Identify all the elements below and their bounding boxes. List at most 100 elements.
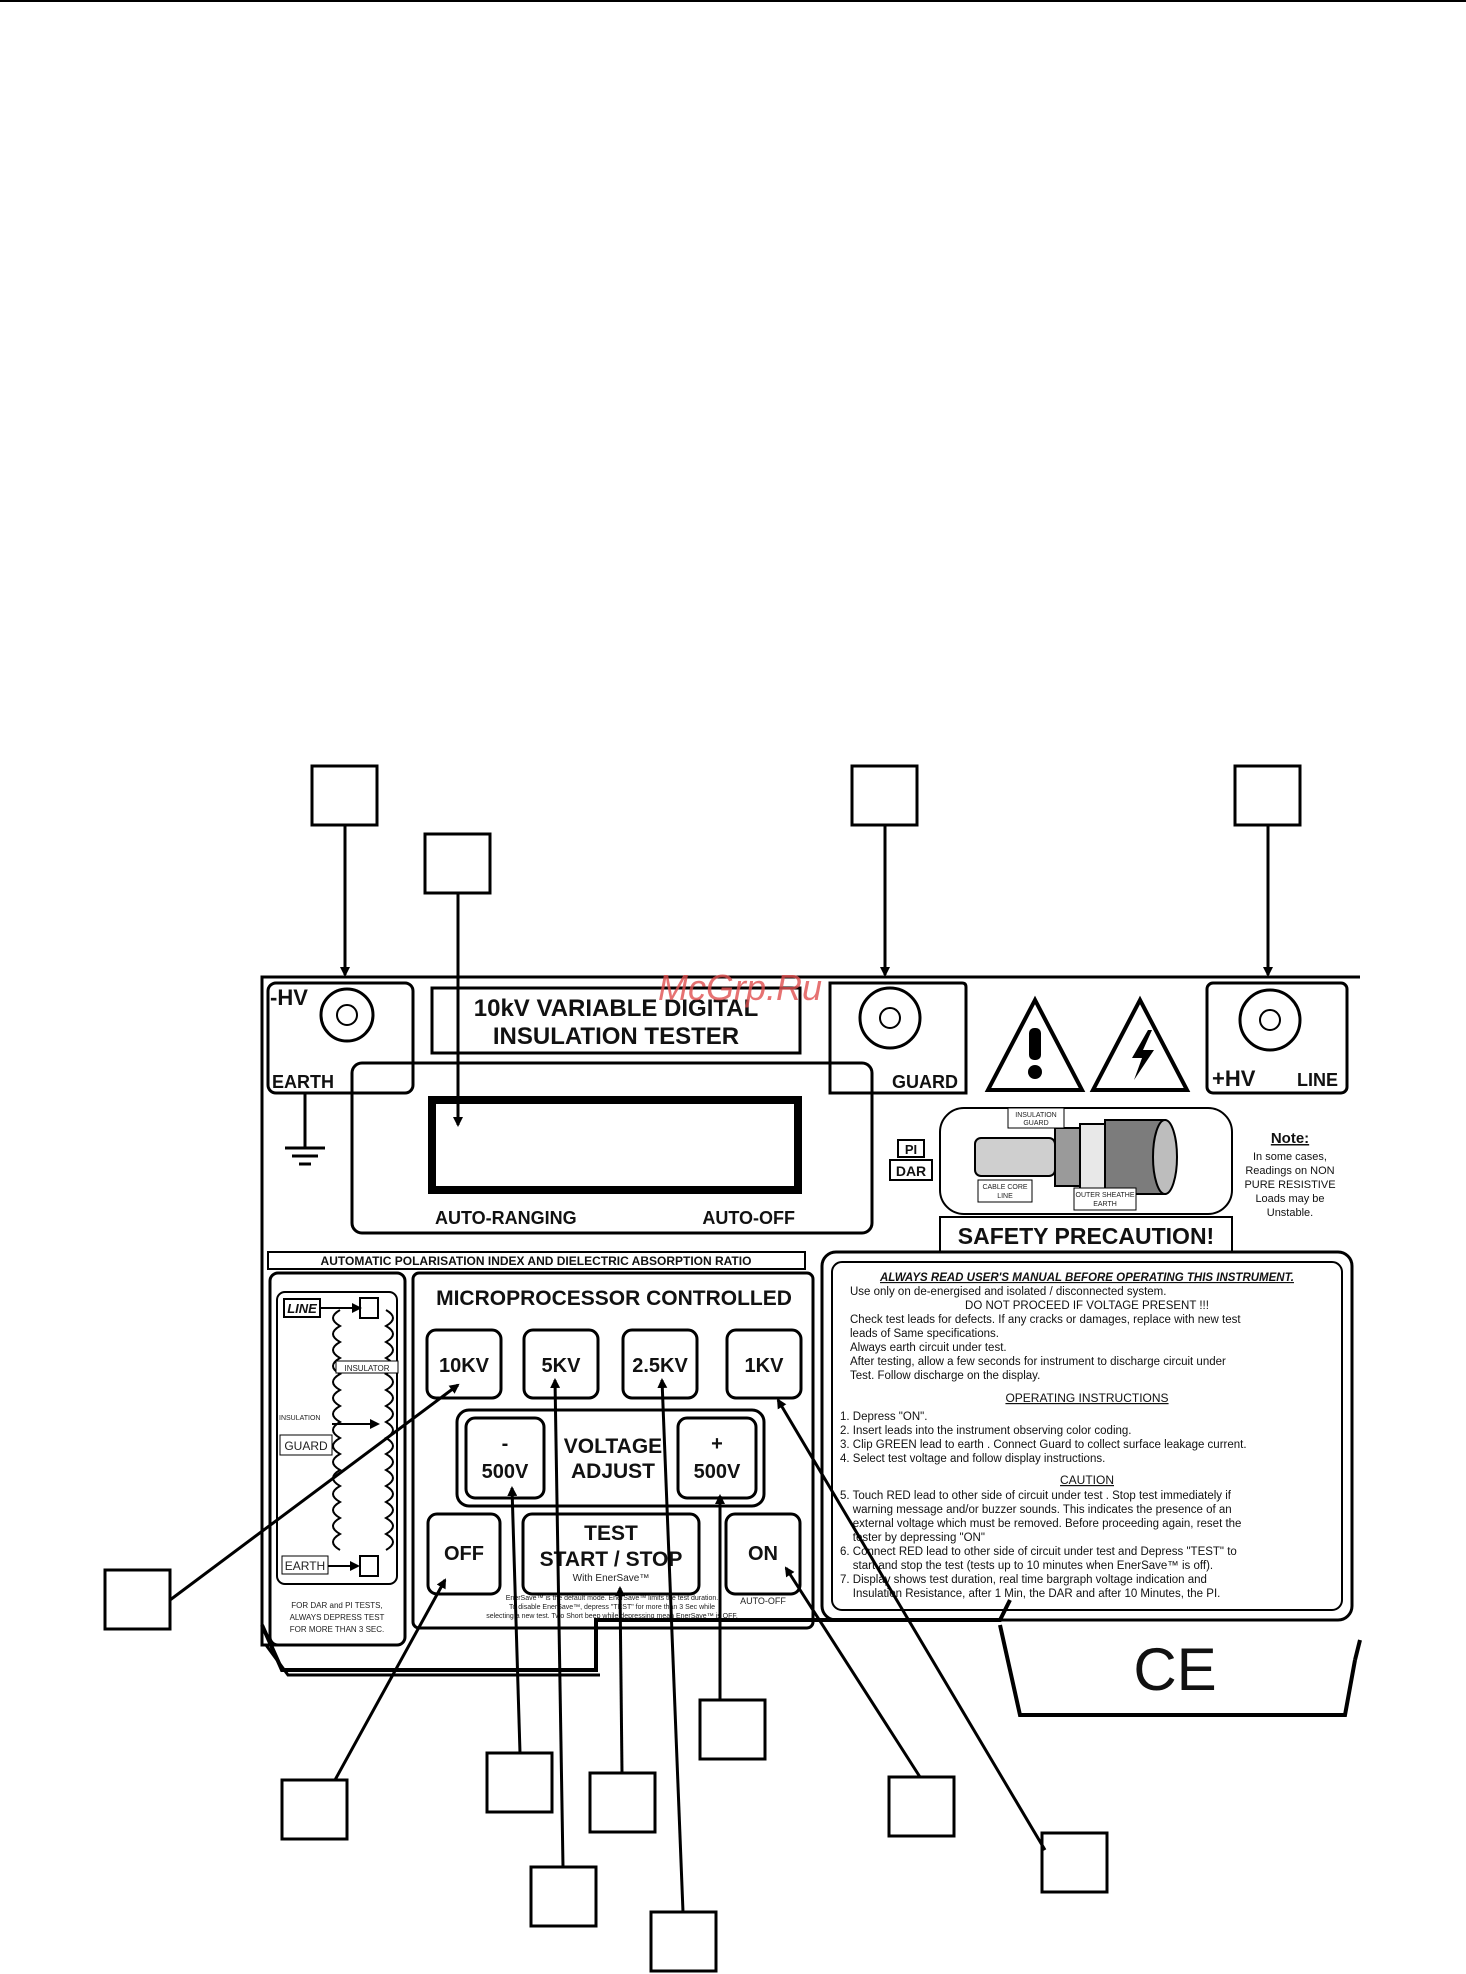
cable-insulation-label: INSULATION [1015, 1112, 1057, 1119]
operating-line: 3. Clip GREEN lead to earth . Connect Gu… [840, 1439, 1247, 1451]
panel-outline [260, 975, 1362, 1717]
button-5kv[interactable]: 5KV [522, 1328, 600, 1400]
caution-title: CAUTION [1060, 1473, 1114, 1487]
callout-arrow [776, 1398, 1047, 1851]
enersave-label: With EnerSave™ [573, 1573, 650, 1584]
watermark: McGrp.Ru [658, 967, 822, 1008]
button-2-5kv-label: 2.5KV [632, 1355, 688, 1377]
callout-box [698, 1698, 767, 1761]
terminal-socket-icon [319, 987, 375, 1043]
minus-hv-terminal[interactable]: -HV EARTH [266, 981, 415, 1095]
auto-off-small-label: AUTO-OFF [740, 1596, 786, 1606]
plus-500v-label: 500V [694, 1461, 741, 1483]
insulator-diagram: LINE INSULATOR INSULATION GUARD EARTH FO… [268, 1271, 407, 1647]
operating-title: OPERATING INSTRUCTIONS [1005, 1391, 1168, 1405]
instruction-line: Test. Follow discharge on the display. [850, 1370, 1040, 1382]
microprocessor-label: MICROPROCESSOR CONTROLLED [436, 1287, 792, 1310]
cable-line-label: LINE [997, 1193, 1013, 1200]
off-label: OFF [444, 1543, 484, 1565]
auto-off-label: AUTO-OFF [702, 1208, 795, 1228]
enersave-note-line: To disable EnerSave™, depress "TEST" for… [509, 1604, 715, 1611]
voltage-plus-button[interactable]: + 500V [676, 1416, 758, 1500]
terminal-socket-icon [1238, 988, 1302, 1052]
callout-box [310, 764, 379, 827]
high-voltage-icon [1089, 995, 1191, 1092]
button-5kv-label: 5KV [542, 1355, 582, 1377]
title-line-1: 10kV VARIABLE DIGITAL [474, 995, 758, 1022]
plus-hv-terminal[interactable]: +HV LINE [1205, 981, 1349, 1095]
caution-line: Insulation Resistance, after 1 Min, the … [840, 1588, 1220, 1600]
instruction-line: leads of Same specifications. [850, 1328, 999, 1340]
ground-icon [285, 1093, 325, 1166]
earth-label: EARTH [272, 1072, 334, 1092]
page-top-rule [0, 0, 1466, 2]
button-10kv[interactable]: 10KV [425, 1328, 503, 1400]
operating-line: 2. Insert leads into the instrument obse… [840, 1425, 1132, 1437]
warning-exclamation-icon [984, 995, 1086, 1092]
caution-line: tester by depressing "ON" [840, 1532, 985, 1544]
start-stop-label: START / STOP [540, 1548, 683, 1571]
callout-box [529, 1865, 598, 1928]
terminal-socket-icon [858, 986, 922, 1050]
diagram-footer-line: FOR MORE THAN 3 SEC. [290, 1625, 385, 1634]
callout-arrow [784, 1566, 922, 1778]
cable-core-label: CABLE CORE [982, 1184, 1027, 1191]
lcd-display [428, 1096, 802, 1194]
instruction-line: After testing, allow a few seconds for i… [850, 1356, 1226, 1368]
callout-box [850, 764, 919, 827]
caution-line: 6. Connect RED lead to other side of cir… [840, 1546, 1237, 1558]
pi-label: PI [905, 1142, 917, 1157]
instruction-line: DO NOT PROCEED IF VOLTAGE PRESENT !!! [965, 1300, 1209, 1312]
callout-box [588, 1771, 657, 1834]
instructions-header: ALWAYS READ USER'S MANUAL BEFORE OPERATI… [879, 1272, 1294, 1284]
button-2-5kv[interactable]: 2.5KV [621, 1328, 699, 1400]
note-line: In some cases, [1253, 1151, 1327, 1163]
enersave-note-line: selecting a new test. Two Short beep whi… [486, 1613, 738, 1620]
title-box: 10kV VARIABLE DIGITAL INSULATION TESTER [430, 986, 802, 1055]
auto-ranging-label: AUTO-RANGING [435, 1208, 577, 1228]
note-line: PURE RESISTIVE [1244, 1179, 1335, 1191]
button-1kv[interactable]: 1KV [725, 1328, 803, 1400]
safety-label: SAFETY PRECAUTION! [958, 1223, 1214, 1249]
on-label: ON [748, 1543, 778, 1565]
safety-precaution-banner: SAFETY PRECAUTION! [939, 1216, 1233, 1253]
caution-line: start and stop the test (tests up to 10 … [840, 1560, 1213, 1572]
title-line-2: INSULATION TESTER [493, 1023, 739, 1050]
off-button[interactable]: OFF [426, 1512, 502, 1596]
plus-sign: + [711, 1433, 723, 1455]
callout-boxes [103, 764, 1302, 1973]
guard-label: GUARD [892, 1072, 958, 1092]
on-button[interactable]: ON [724, 1512, 802, 1596]
note-line: Readings on NON [1245, 1165, 1334, 1177]
test-start-stop-button[interactable]: TEST START / STOP With EnerSave™ [521, 1512, 701, 1596]
button-1kv-label: 1KV [745, 1355, 785, 1377]
caution-line: 5. Touch RED lead to other side of circu… [840, 1490, 1232, 1502]
line-label: LINE [1297, 1070, 1338, 1090]
cable-cross-section-image: INSULATION GUARD CABLE CORE LINE OUTER S… [939, 1107, 1233, 1215]
keypad-area: MICROPROCESSOR CONTROLLED [411, 1271, 815, 1630]
callout-arrow [333, 1578, 447, 1781]
note-line: Unstable. [1267, 1207, 1313, 1219]
pi-dar-indicator: PI DAR [889, 1139, 933, 1181]
callout-arrow [550, 1378, 565, 1868]
minus-500v-label: 500V [482, 1461, 529, 1483]
enersave-note: EnerSave™ is the default mode. EnerSave™… [486, 1595, 738, 1620]
dar-label: DAR [896, 1163, 926, 1179]
plus-hv-label: +HV [1212, 1066, 1256, 1091]
callout-box [1040, 1831, 1109, 1894]
voltage-minus-button[interactable]: - 500V [464, 1416, 546, 1500]
guard-terminal[interactable]: GUARD [828, 981, 968, 1095]
operating-line: 4. Select test voltage and follow displa… [840, 1453, 1105, 1465]
diagram-line-label: LINE [287, 1301, 317, 1316]
callout-box [1233, 764, 1302, 827]
note-block: Note: In some cases, Readings on NON PUR… [1244, 1130, 1335, 1219]
note-line: Loads may be [1255, 1193, 1324, 1205]
callout-box [423, 832, 492, 895]
strip-label: AUTOMATIC POLARISATION INDEX AND DIELECT… [321, 1254, 752, 1268]
diagram-guard-label: GUARD [284, 1439, 328, 1453]
callout-box [485, 1751, 554, 1814]
button-10kv-label: 10KV [439, 1355, 490, 1377]
cable-outer-sheath-label: OUTER SHEATHE [1076, 1192, 1135, 1199]
callout-box [103, 1568, 172, 1631]
